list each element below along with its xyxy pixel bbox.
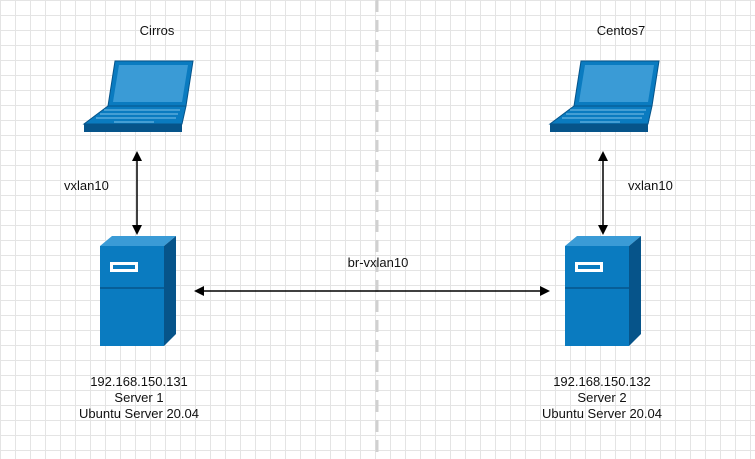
server-icon	[100, 236, 176, 346]
server-ip: 192.168.150.132	[553, 374, 651, 389]
bridge-label: br-vxlan10	[347, 255, 409, 270]
server-info-right: 192.168.150.132 Server 2 Ubuntu Server 2…	[542, 374, 662, 422]
link-label-right: vxlan10	[628, 178, 673, 193]
server-os: Ubuntu Server 20.04	[79, 406, 199, 421]
server-icon	[565, 236, 641, 346]
client-label-right: Centos7	[596, 23, 646, 38]
client-label-left: Cirros	[139, 23, 175, 38]
server-name: Server 2	[577, 390, 627, 405]
server-os: Ubuntu Server 20.04	[542, 406, 662, 421]
laptop-icon	[548, 60, 660, 132]
laptop-icon	[82, 60, 194, 132]
server-ip: 192.168.150.131	[90, 374, 188, 389]
link-label-left: vxlan10	[64, 178, 109, 193]
server-name: Server 1	[114, 390, 164, 405]
server-info-left: 192.168.150.131 Server 1 Ubuntu Server 2…	[79, 374, 199, 422]
